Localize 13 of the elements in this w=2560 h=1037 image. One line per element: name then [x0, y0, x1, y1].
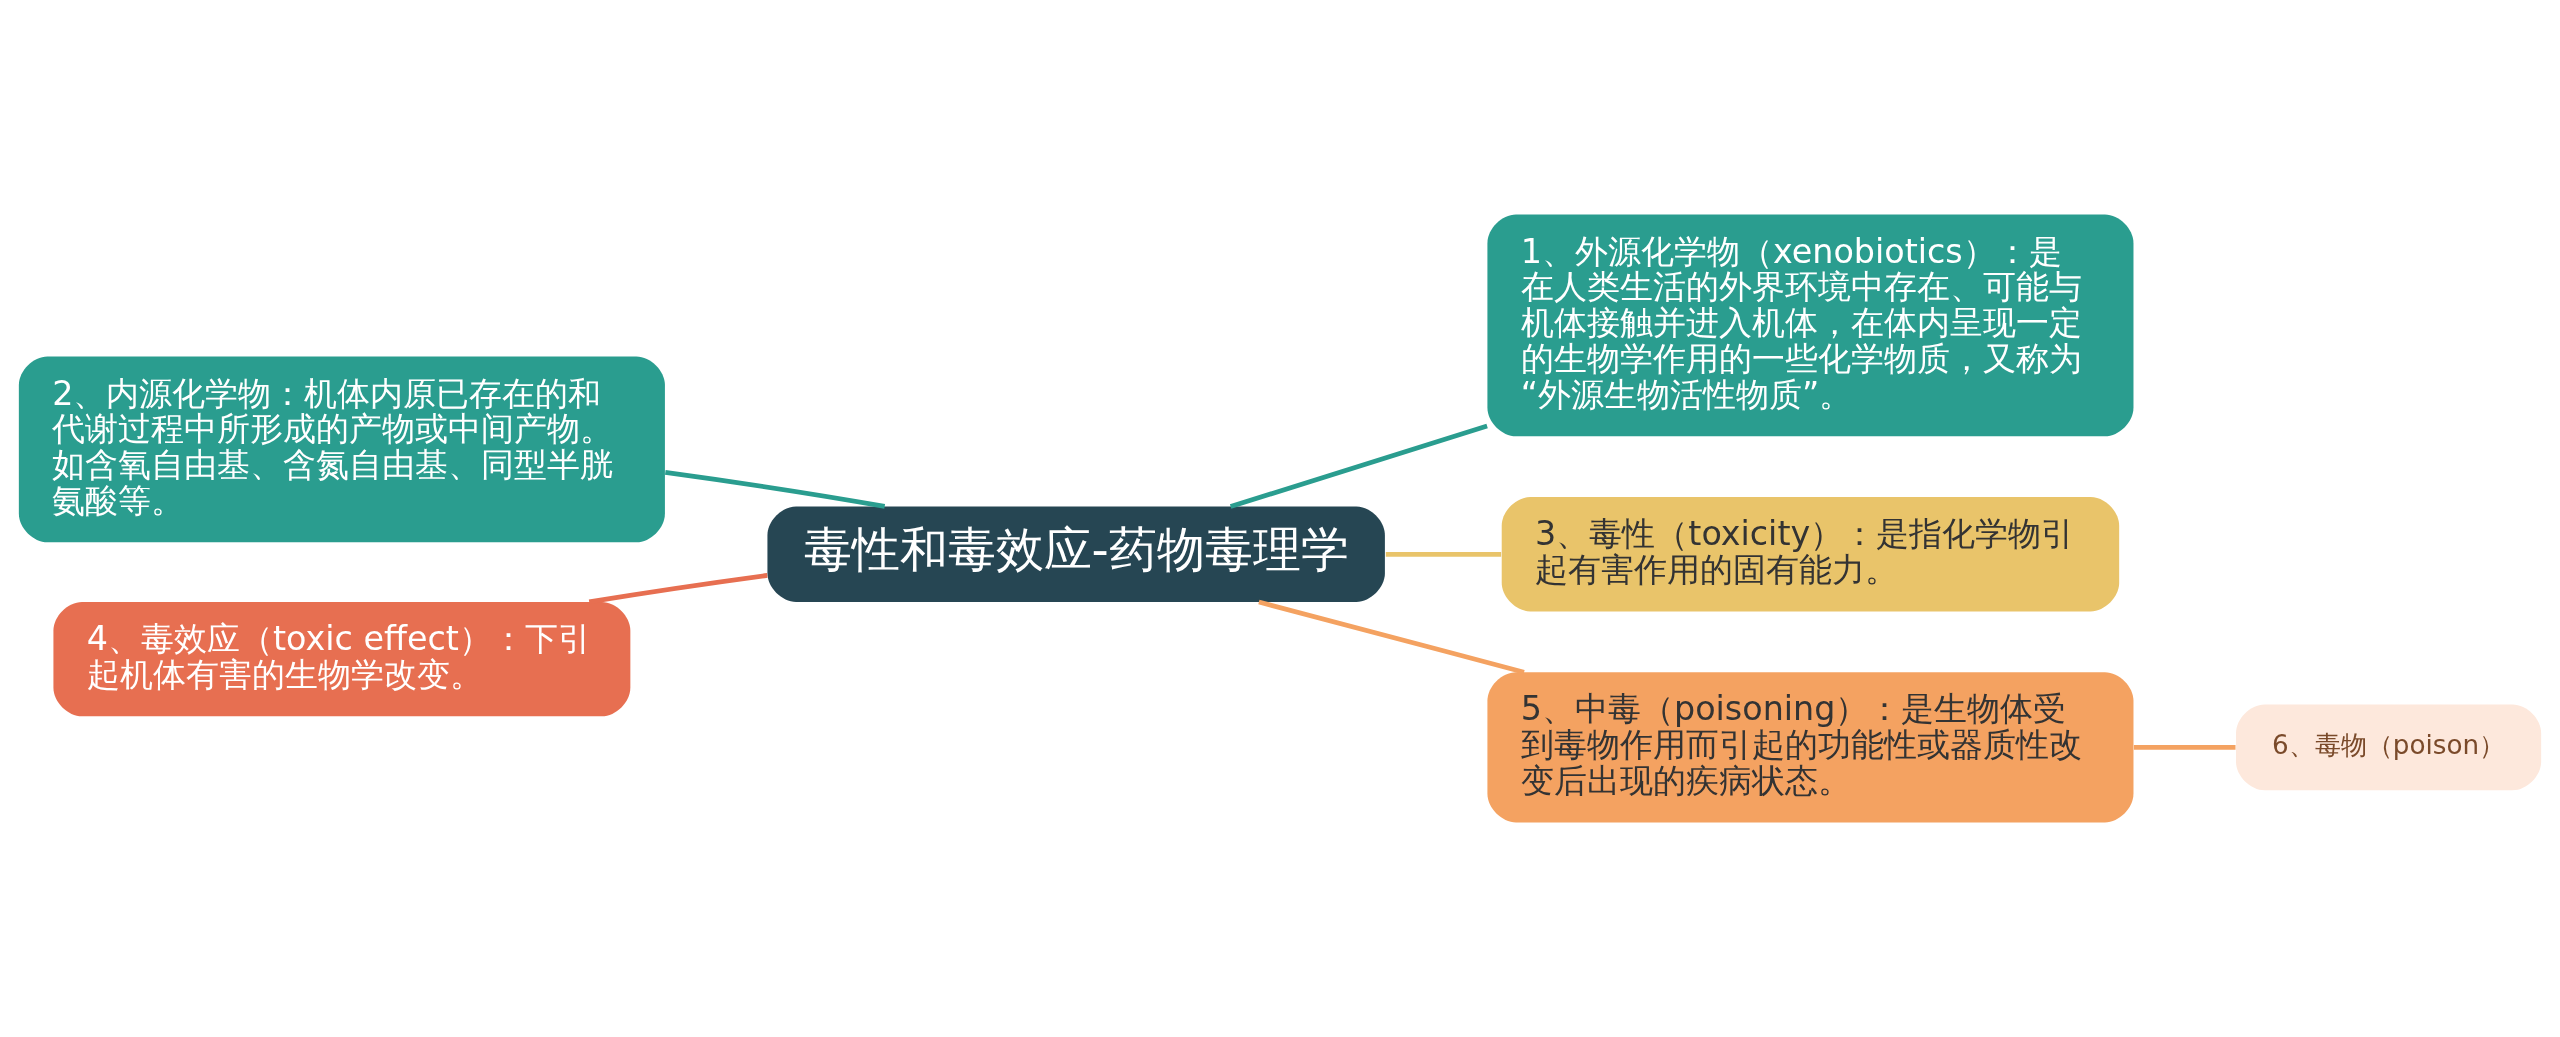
node-box: 5、中毒（poisoning）：是生物体受到毒物作用而引起的功能性或器质性改变后出现的疾病状态。 — [1487, 672, 2134, 823]
node-box: 3、毒性（toxicity）：是指化学物引起有害作用的固有能力。 — [1501, 497, 2120, 612]
connector — [1229, 423, 1488, 509]
connector — [1258, 599, 1525, 675]
connector — [2133, 745, 2236, 750]
node-box: 4、毒效应（toxic effect）：下引起机体有害的生物学改变。 — [53, 601, 631, 717]
node-box: 1、外源化学物（xenobiotics）：是在人类生活的外界环境中存在、可能与机体接触并进入机体，在体内呈现一定的生物学作用的一些化学物质，又称为“外源生物活性物质”。 — [1487, 214, 2134, 437]
node-box: 2、内源化学物：机体内原已存在的和代谢过程中所形成的产物或中间产物。如含氧自由基、含氮自由基、同型半胱氨酸等。 — [18, 356, 665, 543]
connector — [588, 573, 768, 605]
node-box: 6、毒物（poison） — [2236, 704, 2542, 791]
connector — [1385, 551, 1502, 557]
node-box: 毒性和毒效应-药物毒理学 — [767, 506, 1385, 602]
connector — [664, 470, 886, 509]
